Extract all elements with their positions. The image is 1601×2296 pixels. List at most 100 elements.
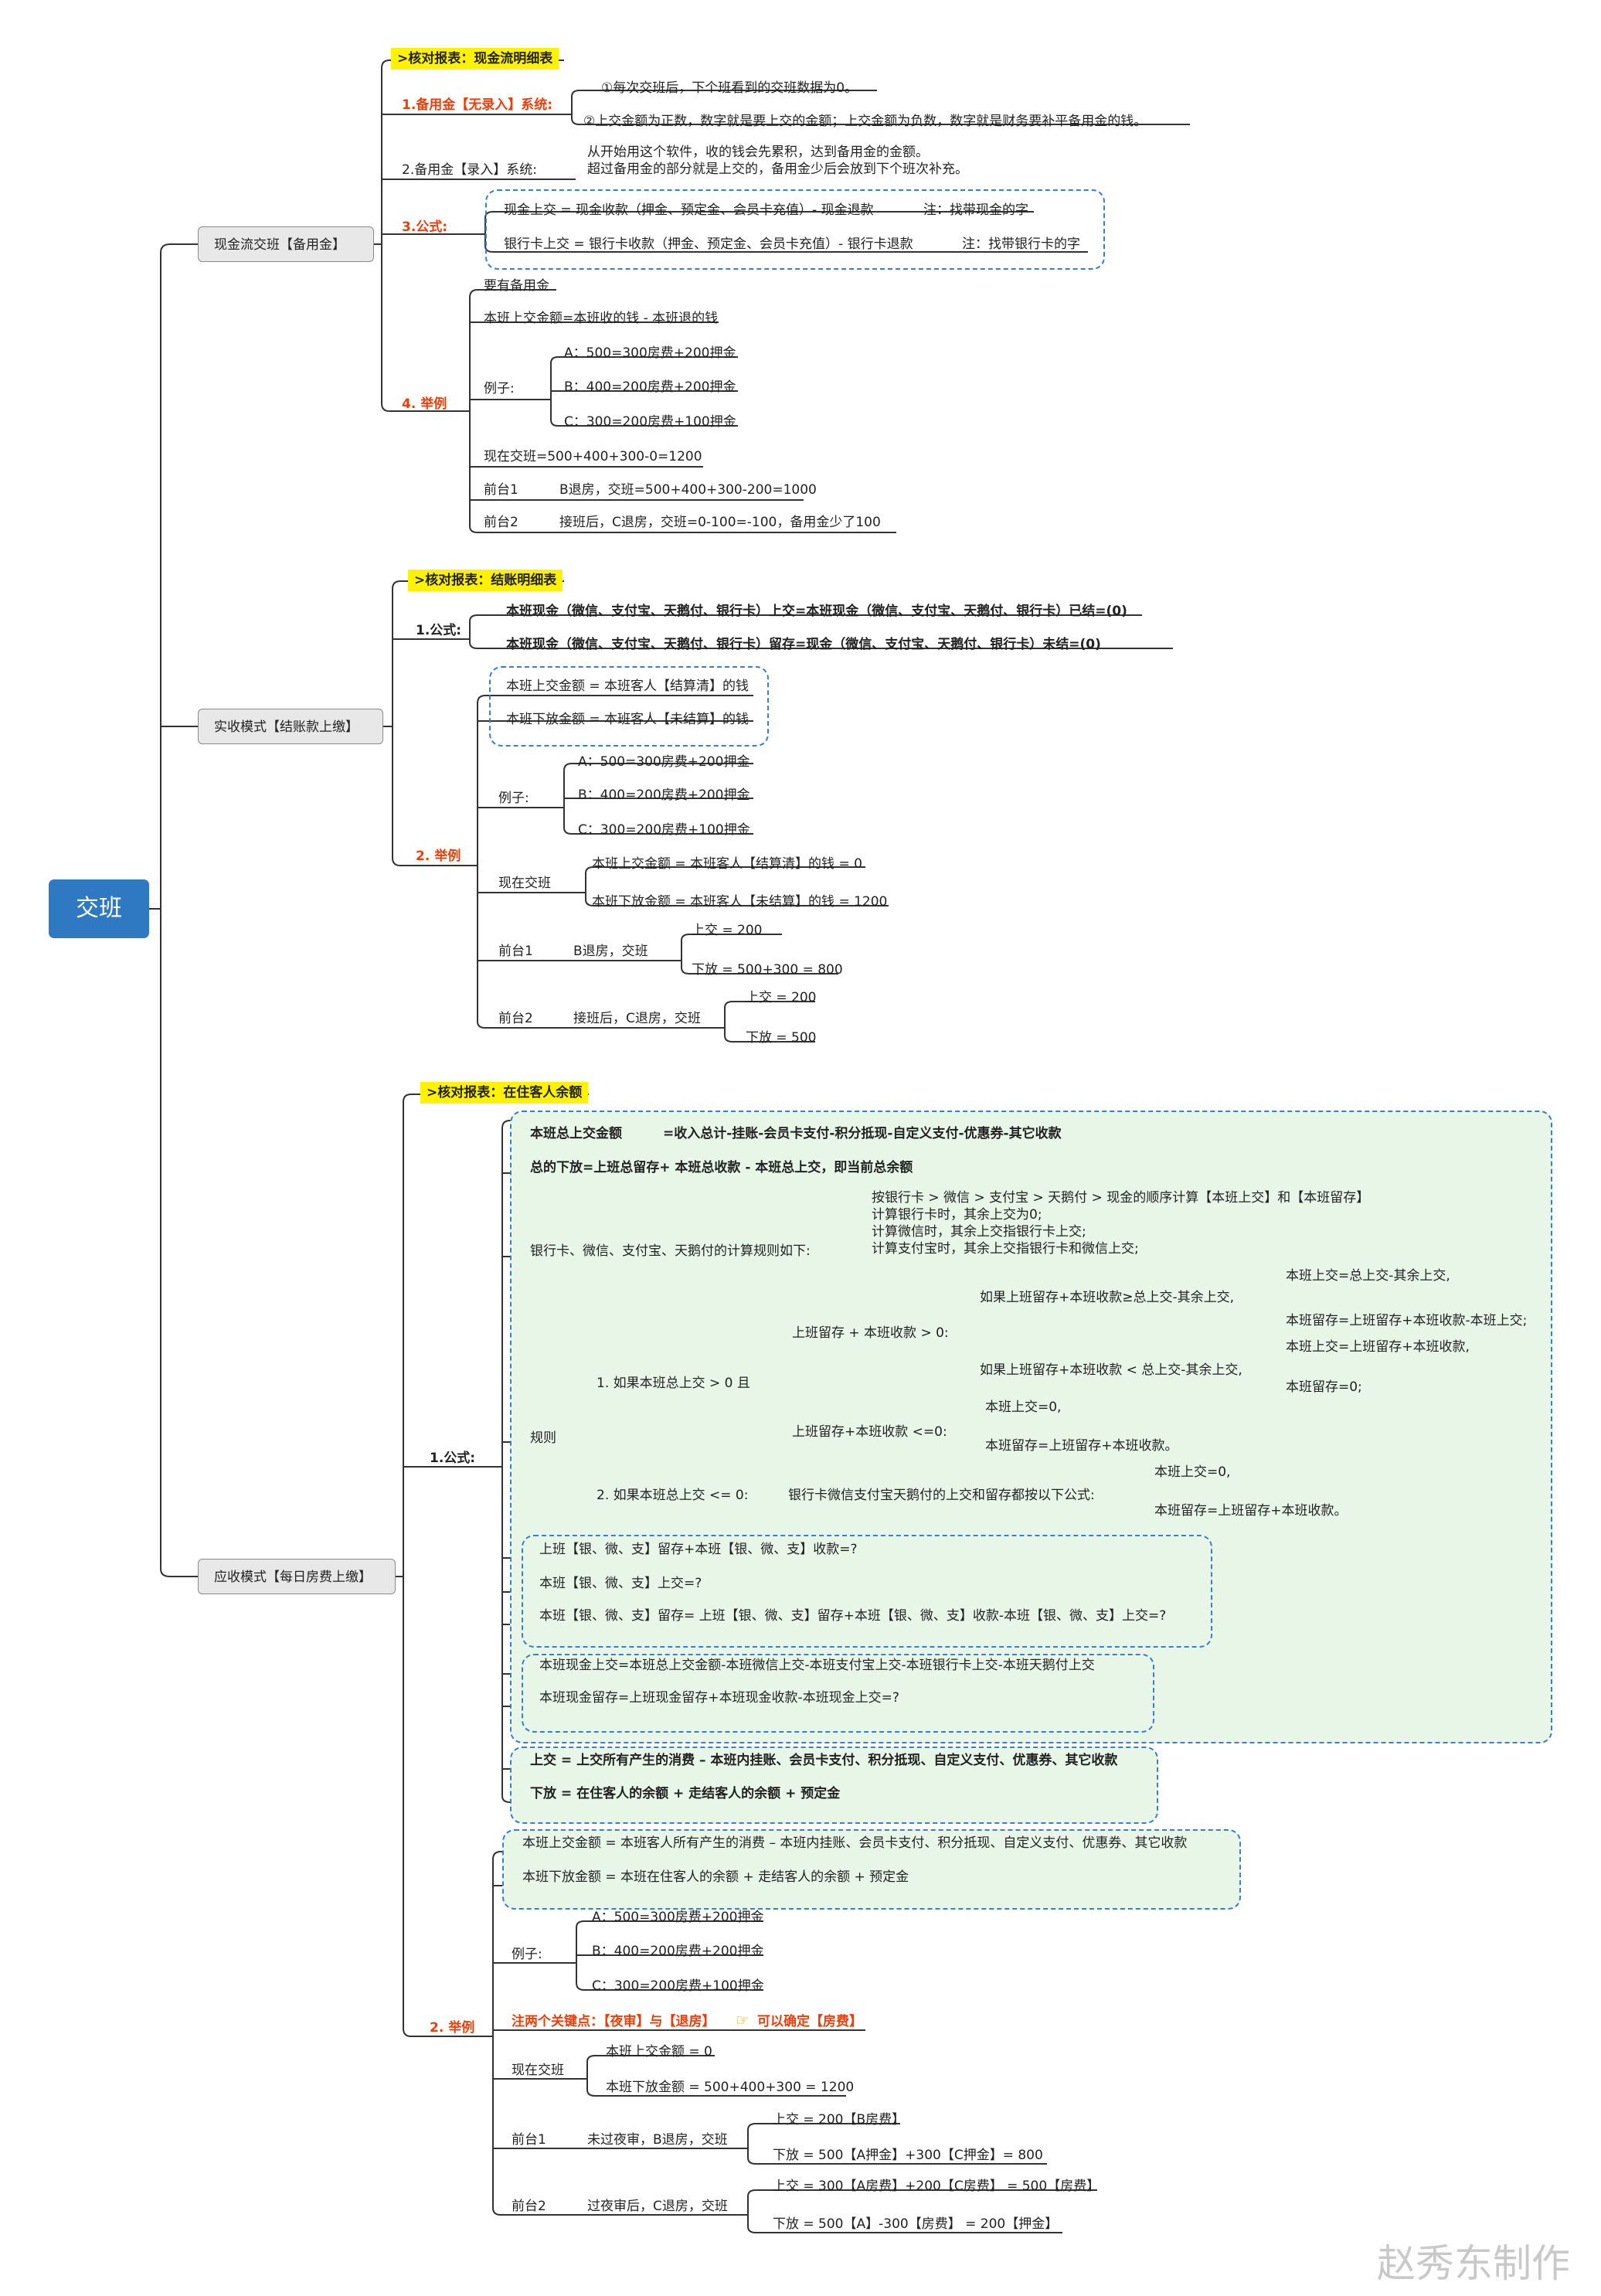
cat2-example-c: C：300=200房费+100押金 (578, 822, 750, 838)
cat3-rule-2a-x: 本班上交=0, (1154, 1464, 1231, 1480)
cat3-bank-4: 计算支付宝时，其余上交指银行卡和微信上交; (872, 1241, 1139, 1257)
cat3-now: 现在交班 (512, 2063, 564, 2078)
cat2-front1-down: 下放 = 500+300 = 800 (692, 962, 843, 978)
cat3-check-report: >核对报表：在住客人余额 (420, 1082, 589, 1104)
cat3-key-points: 注两个关键点：【夜审】与【退房】 (512, 2014, 716, 2029)
cat3-question-1: 上班【银、微、支】留存+本班【银、微、支】收款=? (539, 1542, 858, 1557)
cat3-rule-2a-y: 本班留存=上班留存+本班收款。 (1154, 1503, 1348, 1519)
cat1-formula-bank: 银行卡上交 = 银行卡收款（押金、预定金、会员卡充值）- 银行卡退款 (504, 236, 913, 252)
cat3-front2-up: 上交 = 300【A房费】+200【C房费】 = 500【房费】 (773, 2179, 1100, 2194)
cat1-node-1-a: ①每次交班后，下个班看到的交班数据为0。 (601, 80, 858, 96)
cat2-front1-up: 上交 = 200 (692, 923, 763, 938)
cat3-rule-1a2-x: 本班上交=上班留存+本班收款, (1286, 1339, 1470, 1355)
cat2-formula-box (489, 666, 769, 747)
cat3-rule-1: 1. 如果本班总上交 > 0 且 (597, 1376, 750, 1391)
cat1-node-2-a: 从开始用这个软件，收的钱会先累积，达到备用金的金额。 (587, 145, 929, 160)
cat3-rule-1b: 上班留存+本班收款 <=0: (792, 1424, 947, 1440)
cat2-front2-up: 上交 = 200 (746, 990, 817, 1005)
cat2-front2: 前台2 (498, 1011, 533, 1026)
cat3-rule-1b-x: 本班上交=0, (985, 1400, 1062, 1415)
cat3-summary-down: 下放 = 在住客人的余额 + 走结客人的余额 + 预定金 (530, 1786, 841, 1801)
cat1-example-c: C：300=200房费+100押金 (564, 414, 736, 430)
cat2-now-b: 本班下放金额 = 本班客人【未结算】的钱 = 1200 (592, 894, 888, 910)
cat3-cash-2: 本班现金留存=上班现金留存+本班现金收款-本班现金上交=? (539, 1690, 899, 1706)
cat3-rule-1a1-y: 本班留存=上班留存+本班收款-本班上交; (1286, 1313, 1528, 1328)
cat2-front2-down: 下放 = 500 (746, 1030, 817, 1046)
cat2-box-1: 本班上交金额 = 本班客人【结算清】的钱 (506, 679, 750, 694)
cat1-example-front2-text: 接班后，C退房，交班=0-100=-100，备用金少了100 (559, 515, 881, 530)
cat2-box-2: 本班下放金额 = 本班客人【未结算】的钱 (506, 712, 750, 727)
cat1-example-rule: 本班上交金额=本班收的钱 - 本班退的钱 (484, 311, 719, 326)
cat2-front1-text: B退房，交班 (573, 944, 648, 959)
cat3-bank-3: 计算微信时，其余上交指银行卡上交; (872, 1224, 1086, 1240)
cat3-cash-1: 本班现金上交=本班总上交金额-本班微信上交-本班支付宝上交-本班银行卡上交-本班… (539, 1658, 1095, 1673)
cat3-total-up-b: =收入总计-挂账-会员卡支付-积分抵现-自定义支付-优惠券-其它收款 (663, 1126, 1062, 1141)
cat3-cash-box (522, 1654, 1154, 1733)
root-node[interactable]: 交班 (49, 879, 149, 938)
cat3-rule-2: 2. 如果本班总上交 <= 0: (597, 1488, 749, 1503)
cat3-total-up-a: 本班总上交金额 (530, 1126, 622, 1141)
cat3-example-c: C：300=200房费+100押金 (592, 1978, 764, 1994)
cat3-example-formula-1: 本班上交金额 = 本班客人所有产生的消费 – 本班内挂账、会员卡支付、积分抵现、… (522, 1835, 1188, 1851)
cat2-example-a: A：500=300房费+200押金 (578, 754, 750, 770)
cat1-example-b: B：400=200房费+200押金 (564, 379, 736, 395)
cat1-example-front2: 前台2 (484, 515, 518, 530)
cat1-formula-bank-note: 注：找带银行卡的字 (962, 236, 1080, 252)
cat3-node-2: 2. 举例 (430, 2020, 475, 2036)
cat2-check-report: >核对报表：结账明细表 (408, 570, 563, 591)
cat1-node-2: 2.备用金【录入】系统: (402, 162, 537, 178)
cat3-example-formula-box (502, 1829, 1241, 1910)
cat1-formula-box (485, 189, 1105, 270)
category-actual-receipt[interactable]: 实收模式【结账款上缴】 (198, 709, 383, 744)
cat3-bank-1: 按银行卡 > 微信 > 支付宝 > 天鹅付 > 现金的顺序计算【本班上交】和【本… (872, 1190, 1370, 1206)
cat3-bank-2: 计算银行卡时，其余上交为0; (872, 1207, 1042, 1223)
cat2-formula-2: 本班现金（微信、支付宝、天鹅付、银行卡）留存=现金（微信、支付宝、天鹅付、银行卡… (506, 637, 1101, 652)
cat3-rule-1a2-y: 本班留存=0; (1286, 1379, 1362, 1395)
cat1-formula-cash: 现金上交 = 现金收款（押金、预定金、会员卡充值）- 现金退款 (504, 202, 874, 218)
cat3-front1-text: 未过夜审，B退房，交班 (587, 2132, 728, 2148)
cat1-check-report: >核对报表：现金流明细表 (391, 48, 559, 70)
hand-pointer-icon: ☞ (736, 2011, 750, 2029)
cat1-node-1-b: ②上交金额为正数，数字就是要上交的金额；上交金额为负数，数字就是财务要补平备用金… (583, 114, 1147, 129)
cat1-node-2-b: 超过备用金的部分就是上交的，备用金少后会放到下个班次补充。 (587, 162, 968, 177)
cat3-front2-text: 过夜审后，C退房，交班 (587, 2199, 728, 2214)
cat2-example-label: 例子: (498, 791, 529, 806)
cat3-key-points-b: 可以确定【房费】 (757, 2014, 862, 2029)
cat1-example-a: A：500=300房费+200押金 (564, 345, 736, 361)
cat3-front1-down: 下放 = 500【A押金】+300【C押金】= 800 (773, 2148, 1043, 2163)
cat3-node-1: 1.公式: (430, 1451, 476, 1466)
cat3-front2: 前台2 (512, 2199, 546, 2214)
cat2-node-1: 1.公式: (416, 623, 462, 638)
author-signature: 赵秀东制作 (1377, 2241, 1570, 2286)
cat2-front1: 前台1 (498, 944, 533, 959)
cat2-now: 现在交班 (498, 876, 551, 891)
cat3-rule-1a: 上班留存 + 本班收款 > 0: (792, 1325, 949, 1341)
cat3-summary-box (510, 1747, 1158, 1824)
cat3-example-label: 例子: (512, 1947, 542, 1962)
cat3-now-b: 本班下放金额 = 500+400+300 = 1200 (606, 2080, 855, 2095)
cat3-summary-up: 上交 = 上交所有产生的消费 – 本班内挂账、会员卡支付、积分抵现、自定义支付、… (530, 1753, 1118, 1768)
cat3-question-3: 本班【银、微、支】留存= 上班【银、微、支】留存+本班【银、微、支】收款-本班【… (539, 1608, 1167, 1624)
cat3-total-down: 总的下放=上班总留存+ 本班总收款 - 本班总上交，即当前总余额 (530, 1160, 913, 1175)
cat2-front2-text: 接班后，C退房，交班 (573, 1011, 701, 1026)
cat3-now-a: 本班上交金额 = 0 (606, 2044, 712, 2060)
cat3-example-b: B：400=200房费+200押金 (592, 1944, 764, 1959)
cat1-example-head: 要有备用金 (484, 278, 549, 294)
cat3-rule-1a2: 如果上班留存+本班收款 < 总上交-其余上交, (980, 1362, 1242, 1378)
category-cash-flow[interactable]: 现金流交班【备用金】 (198, 226, 374, 262)
cat2-formula-1: 本班现金（微信、支付宝、天鹅付、银行卡）上交=本班现金（微信、支付宝、天鹅付、银… (506, 604, 1127, 619)
cat1-example-front1-text: B退房，交班=500+400+300-200=1000 (559, 482, 817, 498)
cat1-node-1: 1.备用金【无录入】系统: (402, 97, 553, 113)
cat3-rule-2a: 银行卡微信支付宝天鹅付的上交和留存都按以下公式: (788, 1488, 1095, 1503)
cat3-front1: 前台1 (512, 2132, 546, 2148)
cat3-rule-1a1: 如果上班留存+本班收款≥总上交-其余上交, (980, 1290, 1235, 1305)
cat3-bank-label: 银行卡、微信、支付宝、天鹅付的计算规则如下: (530, 1243, 811, 1259)
cat3-rule-1a1-x: 本班上交=总上交-其余上交, (1286, 1268, 1450, 1284)
cat2-example-b: B：400=200房费+200押金 (578, 787, 750, 803)
cat1-example-front1: 前台1 (484, 482, 518, 498)
category-receivable[interactable]: 应收模式【每日房费上缴】 (198, 1559, 396, 1594)
cat3-example-a: A：500=300房费+200押金 (592, 1910, 764, 1925)
cat1-formula-cash-note: 注：找带现金的字 (923, 202, 1028, 218)
cat3-rule: 规则 (530, 1430, 556, 1446)
cat1-example-label: 例子: (484, 381, 515, 396)
